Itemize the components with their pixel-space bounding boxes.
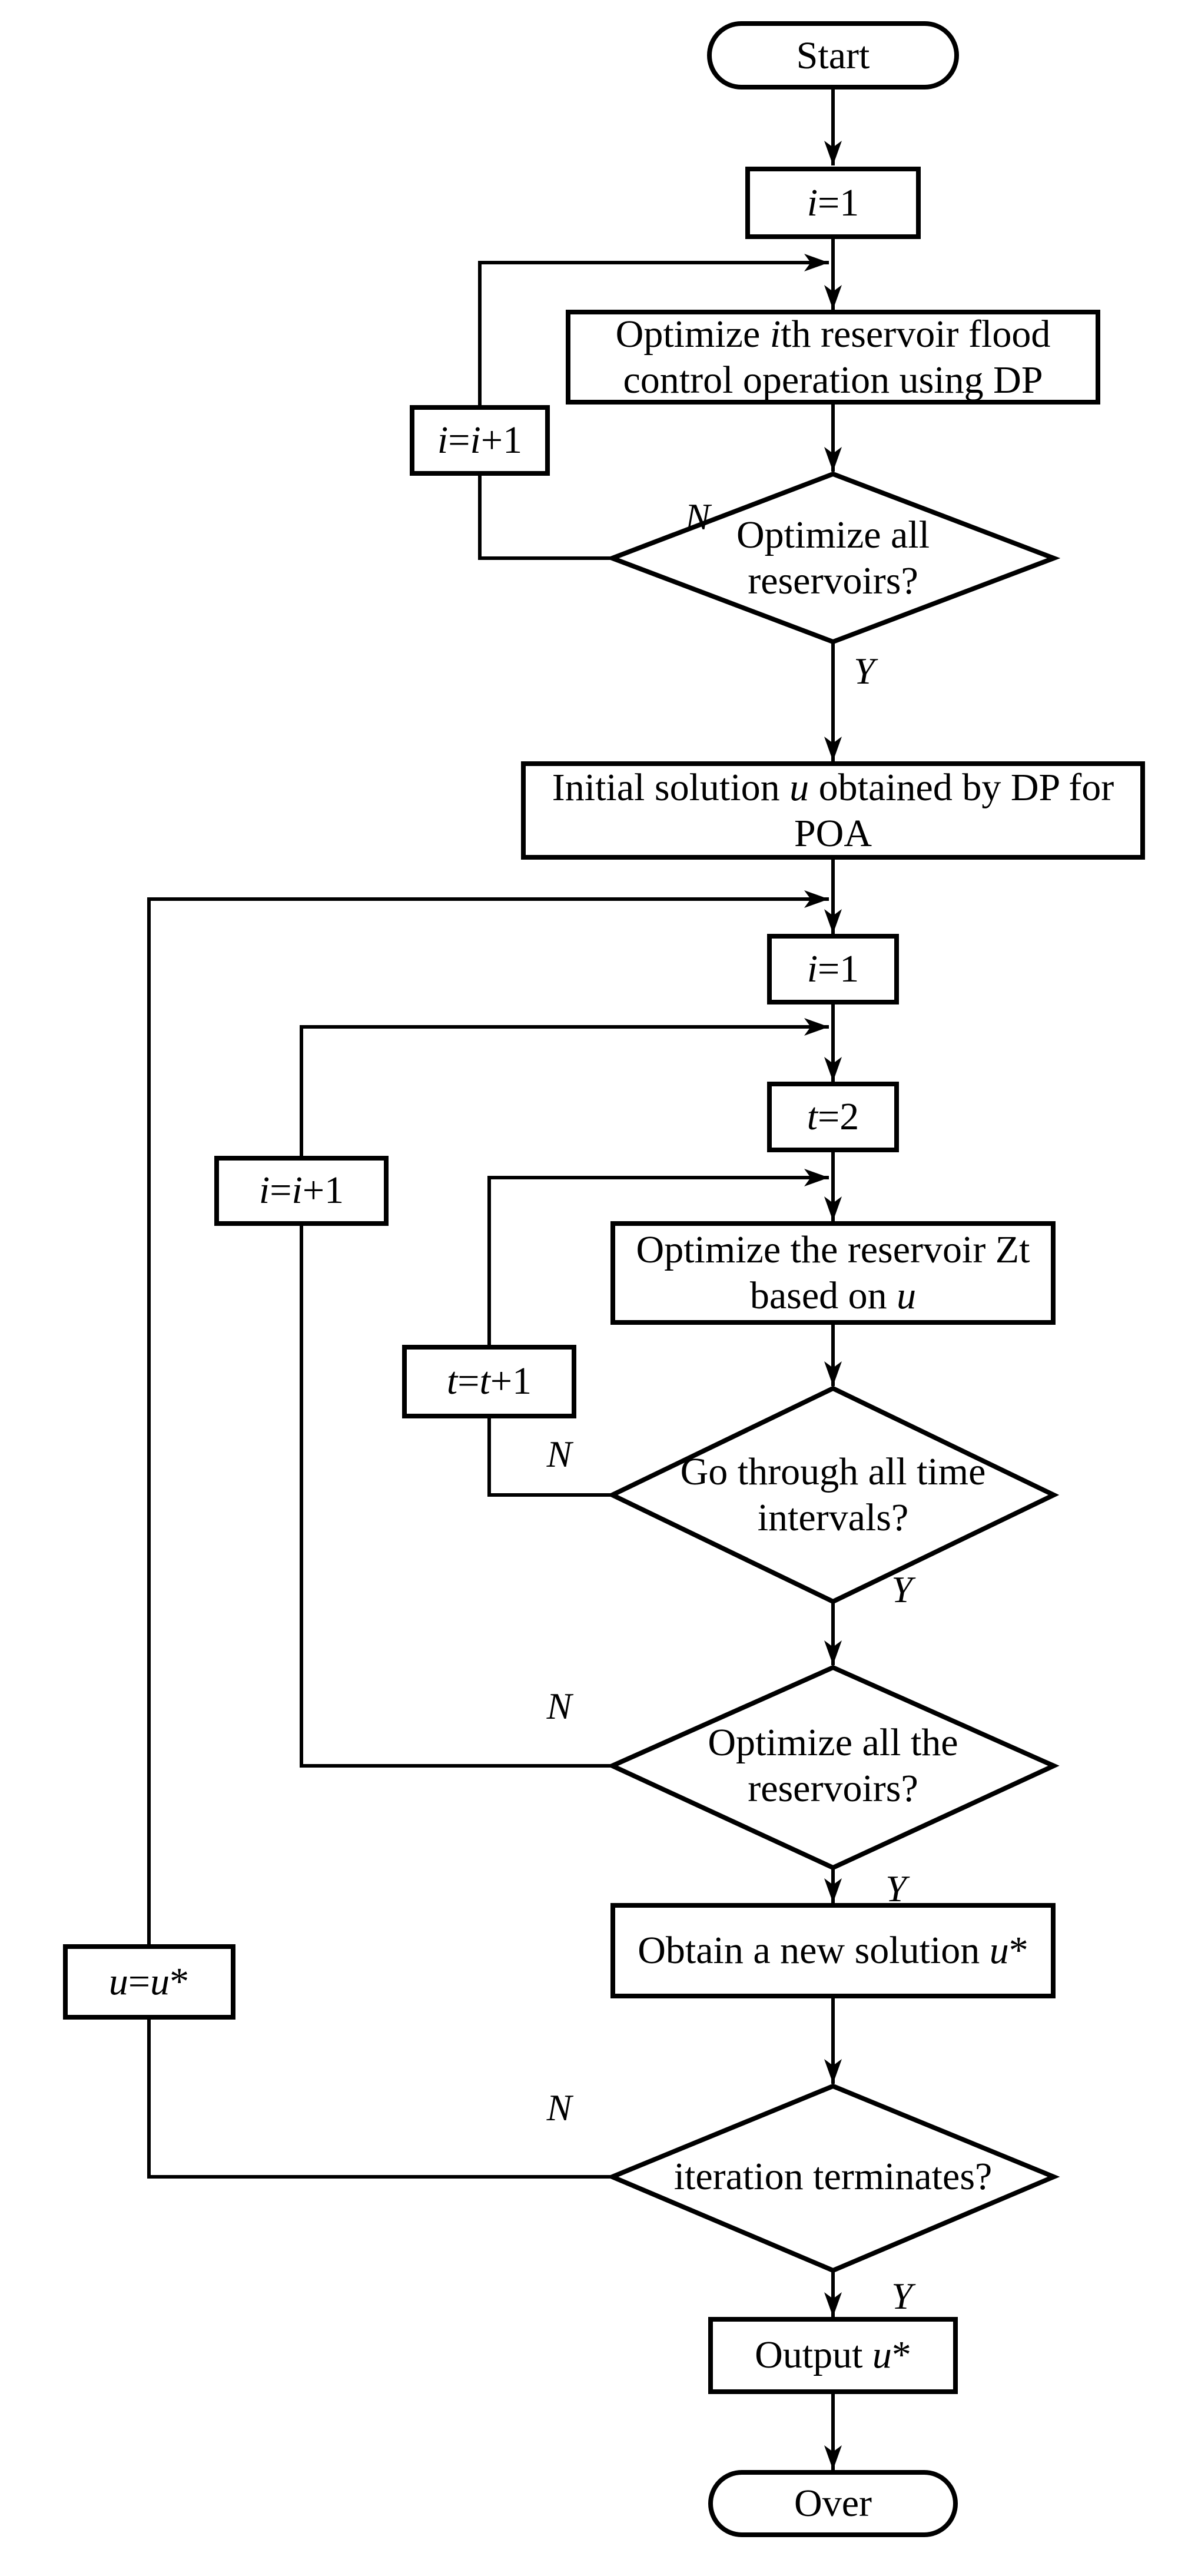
edge-decision2-no-branch [487, 1416, 612, 1497]
branch-label-n-decision1: N [685, 496, 711, 538]
increment-t-shape [402, 1345, 576, 1418]
increment-i-first-label: i=i+1 [437, 419, 523, 462]
assign-u-star-label: u=u* [108, 1960, 190, 2003]
start-label: Start [796, 34, 870, 77]
branch-label-y-decision1: Y [854, 650, 875, 692]
output-u-star-label: Output u* [755, 2333, 911, 2376]
branch-label-y-decision2: Y [891, 1569, 912, 1610]
over-label: Over [794, 2482, 872, 2525]
iteration-terminates-label: iteration terminates? [673, 2155, 993, 2198]
set-i-1-first-shape [745, 167, 921, 239]
branch-label-y-decision4: Y [891, 2275, 912, 2317]
increment-i-first-shape [410, 405, 550, 476]
obtain-new-solution-label: Obtain a new solution u* [638, 1929, 1028, 1972]
edge-decision4-no-branch [147, 2017, 612, 2179]
set-t-2-label: t=2 [807, 1095, 859, 1138]
increment-i-second-label: i=i+1 [258, 1169, 344, 1212]
increment-t-label: t=t+1 [446, 1360, 532, 1403]
branch-label-n-decision2: N [546, 1433, 572, 1475]
obtain-new-solution-shape [610, 1903, 1056, 1998]
iteration-terminates-decision-shape [606, 2083, 1060, 2273]
edge-loop-t-rejoin [487, 1169, 829, 1347]
all-the-reservoirs-decision-shape [606, 1665, 1060, 1871]
set-i-1-first-label: i=1 [807, 181, 859, 224]
branch-label-n-decision3: N [546, 1685, 572, 1727]
optimize-reservoir-zt-shape [610, 1221, 1056, 1325]
edge-decision1-no-branch [478, 473, 612, 560]
branch-label-n-decision4: N [546, 2087, 572, 2129]
initial-solution-poa-shape [521, 761, 1145, 860]
start-terminator-shape [707, 21, 959, 89]
optimize-ith-dp-shape [566, 310, 1100, 405]
assign-u-star-shape [63, 1944, 235, 2020]
edge-decision3-no-branch [300, 1224, 612, 1768]
set-i-1-second-label: i=1 [807, 947, 859, 990]
edge-assign-u-rejoin [147, 890, 829, 1947]
all-time-intervals-decision-shape [606, 1385, 1060, 1604]
over-terminator-shape [708, 2470, 958, 2537]
increment-i-second-shape [214, 1156, 389, 1226]
output-u-star-shape [708, 2317, 958, 2394]
optimize-all-reservoirs-decision-shape [605, 471, 1061, 645]
set-t-2-shape [767, 1082, 899, 1152]
set-i-1-second-shape [767, 934, 899, 1004]
edge-loop-i-first-rejoin [478, 254, 829, 407]
branch-label-y-decision3: Y [885, 1868, 907, 1909]
edge-loop-i-second-rejoin [300, 1018, 829, 1158]
